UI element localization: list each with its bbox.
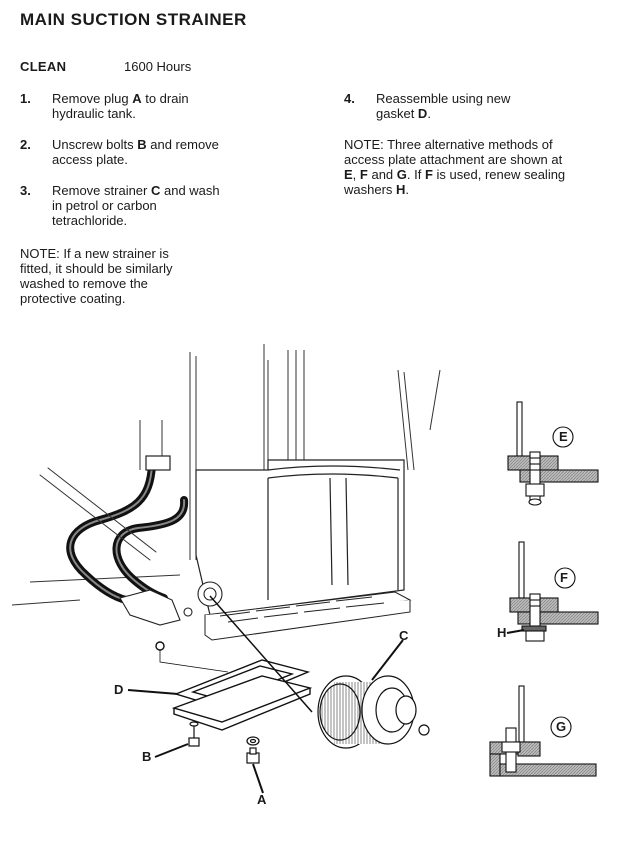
step-number: 2. [20, 137, 31, 152]
page-title: MAIN SUCTION STRAINER [20, 10, 247, 29]
detail-g [489, 685, 597, 777]
callout-a: A [257, 792, 267, 807]
leader-lines [127, 629, 525, 794]
gasket-and-plate [155, 641, 313, 731]
note-new-strainer: NOTE: If a new strainer is fitted, it sh… [20, 246, 173, 306]
step-text: Remove strainer C and wash in petrol or … [52, 183, 220, 228]
hydraulic-tank [195, 459, 405, 616]
step-text: Remove plug A to drain hydraulic tank. [52, 91, 189, 121]
drain-plug-a [246, 736, 260, 764]
detail-f [509, 541, 599, 642]
interval-value: 1600 Hours [124, 59, 192, 74]
callout-c: C [399, 628, 409, 643]
step-number: 4. [344, 91, 355, 106]
callout-f: F [560, 570, 568, 585]
step-number: 3. [20, 183, 31, 198]
detail-e [507, 401, 599, 506]
callout-g: G [556, 719, 567, 734]
tank-base-grille [204, 591, 412, 641]
callout-h: H [497, 625, 507, 640]
strainer-c [317, 675, 430, 749]
callout-d: D [114, 682, 124, 697]
interval-label: CLEAN [20, 59, 67, 74]
step-text: Unscrew bolts B and remove access plate. [52, 137, 219, 167]
strainer-diagram [11, 344, 599, 794]
note-alternative-methods: NOTE: Three alternative methods of acces… [344, 137, 566, 197]
callout-e: E [559, 429, 568, 444]
callout-b: B [142, 749, 152, 764]
service-interval: CLEAN 1600 Hours [20, 59, 191, 74]
step-text: Reassemble using new gasket D. [376, 91, 511, 121]
suction-fittings [119, 581, 223, 626]
bolt-b [188, 721, 200, 747]
step-number: 1. [20, 91, 31, 106]
